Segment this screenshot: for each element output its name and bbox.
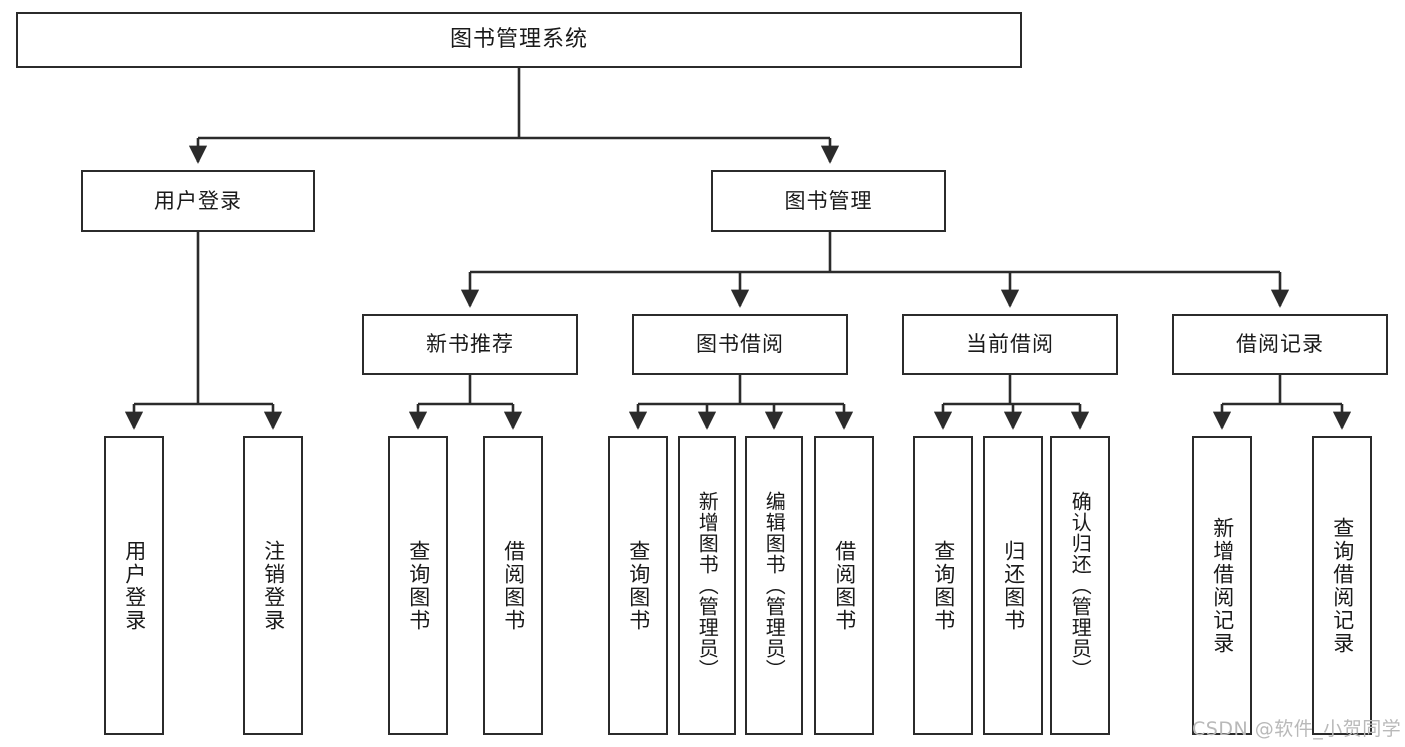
node-level2-book-management-label: 图书管理	[784, 188, 873, 213]
leaf-node[interactable]: 新增借阅记录	[1192, 436, 1252, 735]
leaf-node[interactable]: 注销登录	[243, 436, 303, 735]
leaf-node[interactable]: 查询图书	[388, 436, 448, 735]
node-level3-current-borrow-label: 当前借阅	[966, 332, 1054, 356]
leaf-node-label: 借阅图书	[832, 539, 857, 632]
node-level2-user-login[interactable]: 用户登录	[81, 170, 315, 232]
leaf-node[interactable]: 查询图书	[608, 436, 668, 735]
leaf-node[interactable]: 归还图书	[983, 436, 1043, 735]
leaf-node[interactable]: 查询图书	[913, 436, 973, 735]
leaf-node-label: 编辑图书（管理员）	[762, 491, 787, 680]
node-level3-new-book-recommend-label: 新书推荐	[426, 332, 514, 356]
leaf-node[interactable]: 借阅图书	[814, 436, 874, 735]
node-level3-book-borrow-label: 图书借阅	[696, 332, 784, 356]
node-root[interactable]: 图书管理系统	[16, 12, 1022, 68]
leaf-node-label: 借阅图书	[501, 539, 526, 632]
node-root-label: 图书管理系统	[449, 27, 588, 52]
node-level3-book-borrow[interactable]: 图书借阅	[632, 314, 848, 375]
leaf-node-label: 归还图书	[1001, 539, 1026, 632]
leaf-node[interactable]: 查询借阅记录	[1312, 436, 1372, 735]
leaf-node[interactable]: 新增图书（管理员）	[678, 436, 736, 735]
leaf-node-label: 新增图书（管理员）	[695, 491, 720, 680]
node-level2-user-login-label: 用户登录	[154, 188, 242, 213]
node-level3-current-borrow[interactable]: 当前借阅	[902, 314, 1118, 375]
node-level2-book-management[interactable]: 图书管理	[711, 170, 946, 232]
leaf-node-label: 新增借阅记录	[1210, 516, 1235, 655]
node-level3-borrow-record[interactable]: 借阅记录	[1172, 314, 1388, 375]
leaf-node-label: 查询借阅记录	[1330, 516, 1355, 655]
leaf-node-label: 用户登录	[122, 539, 147, 632]
node-level3-borrow-record-label: 借阅记录	[1236, 332, 1324, 356]
leaf-node-label: 查询图书	[931, 539, 956, 632]
leaf-node-label: 确认归还（管理员）	[1068, 491, 1093, 680]
watermark: CSDN @软件_小贺同学	[1192, 718, 1402, 740]
leaf-node[interactable]: 借阅图书	[483, 436, 543, 735]
leaf-node[interactable]: 用户登录	[104, 436, 164, 735]
leaf-node-label: 查询图书	[406, 539, 431, 632]
leaf-node[interactable]: 编辑图书（管理员）	[745, 436, 803, 735]
leaf-node-label: 注销登录	[261, 539, 286, 632]
leaf-node[interactable]: 确认归还（管理员）	[1050, 436, 1110, 735]
leaf-node-label: 查询图书	[626, 539, 651, 632]
node-level3-new-book-recommend[interactable]: 新书推荐	[362, 314, 578, 375]
